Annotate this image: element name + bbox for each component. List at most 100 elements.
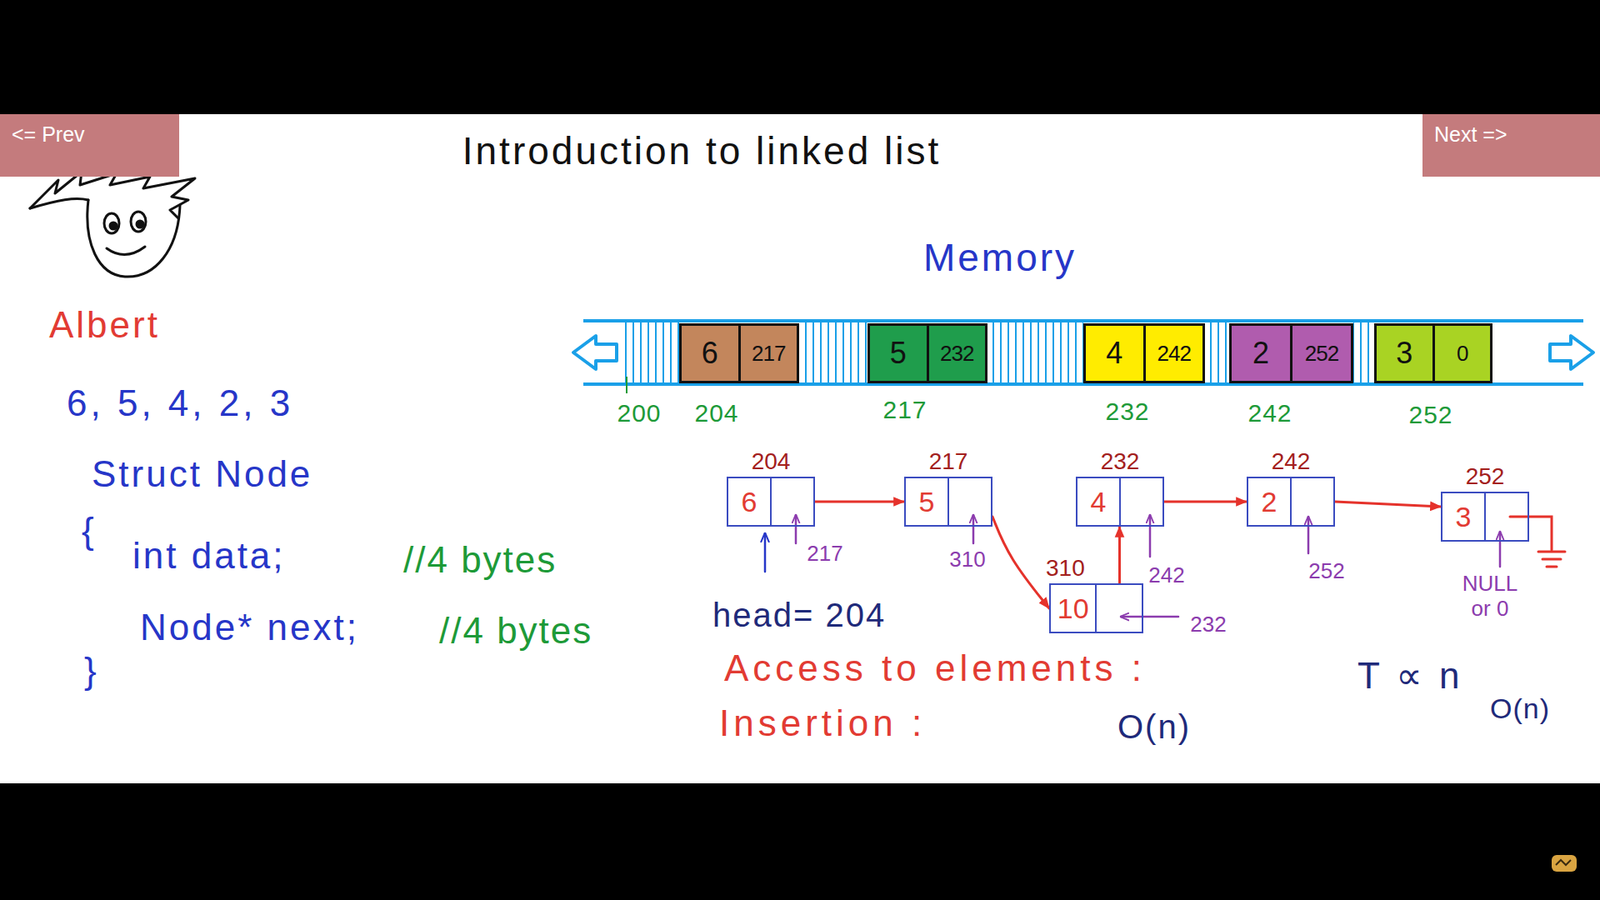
node-address: 310 xyxy=(1045,555,1085,585)
nav-button-label: <= Prev xyxy=(11,122,168,147)
node-data: 2 xyxy=(1261,485,1278,519)
pointer-arrow xyxy=(1335,501,1441,507)
memory-cell-half: 0 xyxy=(1432,325,1491,381)
node-box: 6 xyxy=(726,476,815,527)
pointer-arrow xyxy=(1164,500,1247,504)
memory-cell-half: 252 xyxy=(1290,325,1351,381)
data-value: 4 xyxy=(1105,335,1123,371)
memory-cell-half: 4 xyxy=(1085,325,1144,381)
label-holder: T ∝ n xyxy=(1357,654,1463,697)
label-holder: 232 xyxy=(1105,397,1150,426)
pointer-arrow xyxy=(992,516,1050,609)
memory-address: 252 xyxy=(1408,400,1453,429)
label-holder: Insertion : xyxy=(719,702,926,745)
label-holder: } xyxy=(84,650,97,692)
brace: { xyxy=(81,510,95,551)
memory-block: 6217 xyxy=(679,323,800,384)
node-address: 242 xyxy=(1230,448,1352,479)
data-cell: 3 xyxy=(1442,493,1485,540)
complexity-note: Insertion : xyxy=(719,702,926,744)
label-holder: Albert xyxy=(49,304,160,346)
node-address: 217 xyxy=(887,448,1010,479)
data-cell: 5 xyxy=(905,478,948,525)
null-ground-symbol xyxy=(1510,516,1565,567)
list-node: 2422 xyxy=(1246,448,1335,527)
pointer-cell xyxy=(1119,478,1163,525)
next-address: 217 xyxy=(751,340,785,367)
next-address: 252 xyxy=(1305,340,1339,367)
data-cell: 6 xyxy=(728,478,770,525)
pointer-value: 217 xyxy=(806,540,843,566)
list-node: 2175 xyxy=(904,448,993,527)
complexity-note: Access to elements : xyxy=(724,647,1146,689)
label-holder: 242 xyxy=(1247,399,1292,428)
brace: } xyxy=(84,650,97,691)
code-comment: //4 bytes xyxy=(439,610,593,651)
data-value: 2 xyxy=(1252,335,1270,371)
pointer-cell xyxy=(1095,585,1141,632)
node-data: 10 xyxy=(1057,592,1090,625)
null-note: NULL or 0 xyxy=(1462,570,1518,621)
data-value: 5 xyxy=(890,335,907,371)
node-box: 4 xyxy=(1075,476,1165,527)
node-address-text: 310 xyxy=(1045,555,1085,581)
pointer-value: 232 xyxy=(1190,611,1226,637)
complexity-value: O(n) xyxy=(1490,692,1550,725)
data-cell: 2 xyxy=(1248,478,1290,525)
pointer-arrow xyxy=(1118,526,1121,584)
node-address-text: 204 xyxy=(751,448,791,475)
white-board xyxy=(0,114,1600,784)
label-holder: 6, 5, 4, 2, 3 xyxy=(66,382,294,425)
label-holder: Struct Node xyxy=(91,453,313,495)
nav-button: <= Prev xyxy=(0,114,180,177)
label-holder: 252 xyxy=(1308,558,1345,585)
memory-block: 5232 xyxy=(867,323,988,384)
label-holder: 217 xyxy=(806,540,843,567)
code-line: Struct Node xyxy=(91,453,313,495)
node-data: 6 xyxy=(741,485,758,519)
memory-address: 232 xyxy=(1105,397,1150,425)
memory-cell-half: 3 xyxy=(1376,325,1433,381)
title-holder: Introduction to linked list xyxy=(462,128,942,174)
label-holder: 310 xyxy=(949,546,985,573)
label-holder: //4 bytes xyxy=(403,539,557,581)
next-address: 242 xyxy=(1157,340,1191,367)
label-holder: Access to elements : xyxy=(724,647,1146,690)
node-address-text: 217 xyxy=(929,448,969,475)
node-box: 2 xyxy=(1246,476,1335,527)
label-holder: //4 bytes xyxy=(439,610,593,652)
nav-button-label: Next => xyxy=(1434,122,1589,147)
node-address-text: 242 xyxy=(1271,448,1311,475)
data-value: 3 xyxy=(1395,335,1413,371)
data-cell: 10 xyxy=(1050,585,1095,632)
list-node: 31010 xyxy=(1049,555,1144,634)
code-line: Node* next; xyxy=(140,606,360,648)
label-holder: Node* next; xyxy=(140,606,360,649)
label-holder: O(n) xyxy=(1117,708,1191,746)
person-name: Albert xyxy=(49,304,160,345)
memory-block: 4 242 xyxy=(1083,323,1205,384)
node-box: 10 xyxy=(1049,583,1144,634)
node-address-text: 252 xyxy=(1465,463,1505,490)
code-comment: //4 bytes xyxy=(403,539,557,580)
memory-block: 2 252 xyxy=(1229,323,1354,384)
number-list: 6, 5, 4, 2, 3 xyxy=(66,382,294,424)
label-holder: { xyxy=(81,510,95,552)
pointer-cell xyxy=(770,478,814,525)
pointer-cell xyxy=(947,478,991,525)
list-node: 2523 xyxy=(1440,463,1530,542)
memory-cell-half: 217 xyxy=(738,325,798,381)
label-holder: Memory xyxy=(923,235,1077,280)
page-title: Introduction to linked list xyxy=(462,129,942,173)
memory-cell-half: 242 xyxy=(1143,325,1204,381)
node-data: 3 xyxy=(1455,500,1472,534)
memory-cell-half: 5 xyxy=(870,325,927,381)
pointer-arrow xyxy=(815,500,905,504)
memory-address: 242 xyxy=(1247,399,1292,427)
label-holder: NULL or 0 xyxy=(1456,571,1524,622)
next-address: 0 xyxy=(1456,340,1468,367)
list-node: 2046 xyxy=(726,448,815,527)
label-holder: int data; xyxy=(132,535,286,577)
head-note: head= 204 xyxy=(712,596,886,634)
